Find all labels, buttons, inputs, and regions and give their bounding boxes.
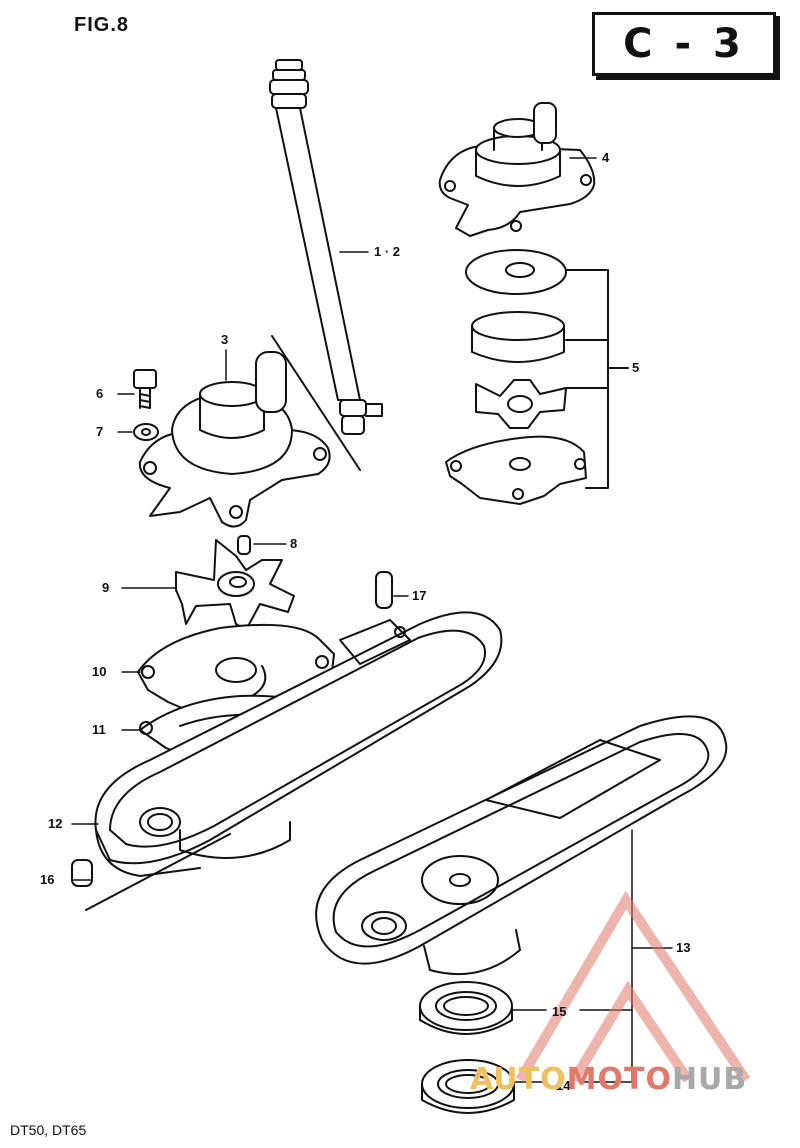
water-tube [269, 59, 383, 435]
pump-case [138, 335, 361, 528]
callout-3: 3 [221, 332, 228, 347]
callout-17: 17 [412, 588, 426, 603]
watermark-auto: AUTO [470, 1062, 567, 1097]
watermark-hub: HUB [671, 1062, 748, 1097]
watermark-text: AUTOMOTOHUB [470, 1062, 747, 1097]
pump-plate [94, 611, 503, 877]
callout-16: 16 [40, 872, 54, 887]
bolt [133, 369, 157, 409]
figure-label: FIG.8 [74, 14, 130, 36]
callout-1-2: 1 · 2 [374, 244, 400, 259]
callout-8: 8 [290, 536, 297, 551]
section-code-box: C - 3 [592, 12, 776, 76]
callout-15: 15 [552, 1004, 566, 1019]
callout-11: 11 [92, 722, 106, 737]
callout-12: 12 [48, 816, 62, 831]
oil-seal-lower [421, 1059, 515, 1114]
repair-kit [445, 249, 587, 505]
key [237, 535, 251, 555]
lower-plate [315, 715, 728, 976]
callout-4: 4 [602, 150, 610, 165]
callout-6: 6 [96, 386, 103, 401]
callout-14: 14 [556, 1078, 571, 1093]
callout-5: 5 [632, 360, 639, 375]
watermark-logo [515, 890, 751, 1083]
washer [133, 423, 159, 441]
oil-seal-upper [419, 981, 513, 1035]
callout-10: 10 [92, 664, 106, 679]
callout-13: 13 [676, 940, 690, 955]
callout-9: 9 [102, 580, 109, 595]
callout-7: 7 [96, 424, 103, 439]
model-label: DT50, DT65 [10, 1122, 87, 1138]
section-code: C - 3 [623, 21, 745, 67]
impeller [175, 539, 295, 631]
dowel-pin-lower [71, 859, 93, 887]
watermark-moto: MOTO [566, 1062, 672, 1097]
pump-case-small [438, 102, 596, 237]
dowel-pin [375, 571, 393, 609]
